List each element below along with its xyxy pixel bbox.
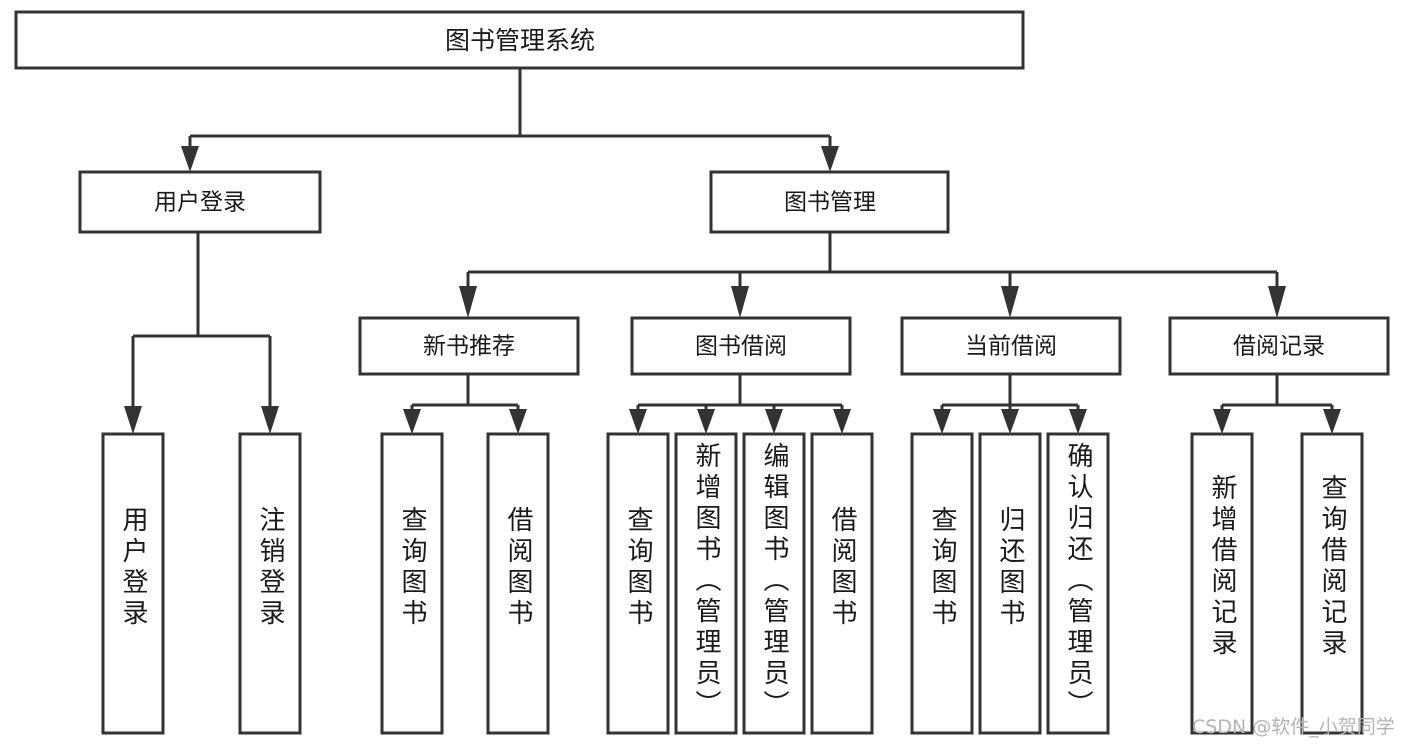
leaf-box-current-3[interactable] xyxy=(1046,432,1110,735)
node-borrow-records-label: 借阅记录 xyxy=(1233,334,1325,360)
leaf-box-current-1[interactable] xyxy=(910,432,974,735)
leaf-box-new-book-2[interactable] xyxy=(486,432,550,735)
leaf-box-records-2[interactable] xyxy=(1300,432,1364,735)
node-current-borrow-label: 当前借阅 xyxy=(965,334,1057,360)
arrow-borrow-leaf-3 xyxy=(765,409,783,434)
arrow-bookmgmt-to-records xyxy=(1268,286,1286,318)
node-book-borrow-box[interactable] xyxy=(630,316,852,376)
arrow-records-leaf-1 xyxy=(1213,409,1231,434)
leaf-box-borrow-1[interactable] xyxy=(606,432,670,735)
node-book-borrow-label: 图书借阅 xyxy=(695,334,787,360)
node-root-box[interactable] xyxy=(14,10,1025,70)
arrow-records-leaf-2 xyxy=(1323,409,1341,434)
leaf-box-new-book-1[interactable] xyxy=(380,432,444,735)
node-new-book-recommend-label: 新书推荐 xyxy=(423,334,515,360)
arrow-userlogin-leaf-2 xyxy=(261,406,279,434)
nodes-group: 图书管理系统 用户登录 图书管理 新书推荐 图书借阅 当前借阅 借阅记录 xyxy=(14,10,1390,735)
arrow-newbook-leaf-2 xyxy=(509,409,527,434)
arrow-current-leaf-2 xyxy=(1001,409,1019,434)
leaf-box-records-1[interactable] xyxy=(1190,432,1254,735)
arrow-borrow-leaf-2 xyxy=(697,409,715,434)
arrow-root-to-bookmgmt xyxy=(821,146,839,172)
arrow-current-leaf-3 xyxy=(1069,409,1087,434)
csdn-watermark: CSDN @软件_小贺同学 xyxy=(1192,716,1395,738)
arrow-userlogin-leaf-1 xyxy=(124,406,142,434)
node-user-login-label: 用户登录 xyxy=(154,190,246,216)
arrow-bookmgmt-to-borrow xyxy=(731,286,749,318)
arrow-bookmgmt-to-newbook xyxy=(459,286,477,318)
node-book-management-label: 图书管理 xyxy=(784,190,876,216)
leaf-box-borrow-2[interactable] xyxy=(674,432,738,735)
node-current-borrow-box[interactable] xyxy=(900,316,1122,376)
leaf-box-borrow-3[interactable] xyxy=(742,432,806,735)
arrow-current-leaf-1 xyxy=(933,409,951,434)
arrow-root-to-userlogin xyxy=(181,146,199,172)
leaf-box-current-2[interactable] xyxy=(978,432,1042,735)
leaf-box-user-login-1[interactable] xyxy=(101,432,165,735)
node-root-label: 图书管理系统 xyxy=(445,26,595,55)
arrow-borrow-leaf-4 xyxy=(833,409,851,434)
node-borrow-records-box[interactable] xyxy=(1168,316,1390,376)
node-user-login-box[interactable] xyxy=(78,170,322,234)
leaf-box-borrow-4[interactable] xyxy=(810,432,874,735)
leaf-box-user-login-2[interactable] xyxy=(238,432,302,735)
arrow-borrow-leaf-1 xyxy=(629,409,647,434)
arrow-newbook-leaf-1 xyxy=(403,409,421,434)
node-new-book-recommend-box[interactable] xyxy=(358,316,580,376)
arrow-bookmgmt-to-current xyxy=(1001,286,1019,318)
connectors-group xyxy=(124,68,1341,434)
node-book-management-box[interactable] xyxy=(709,170,950,234)
